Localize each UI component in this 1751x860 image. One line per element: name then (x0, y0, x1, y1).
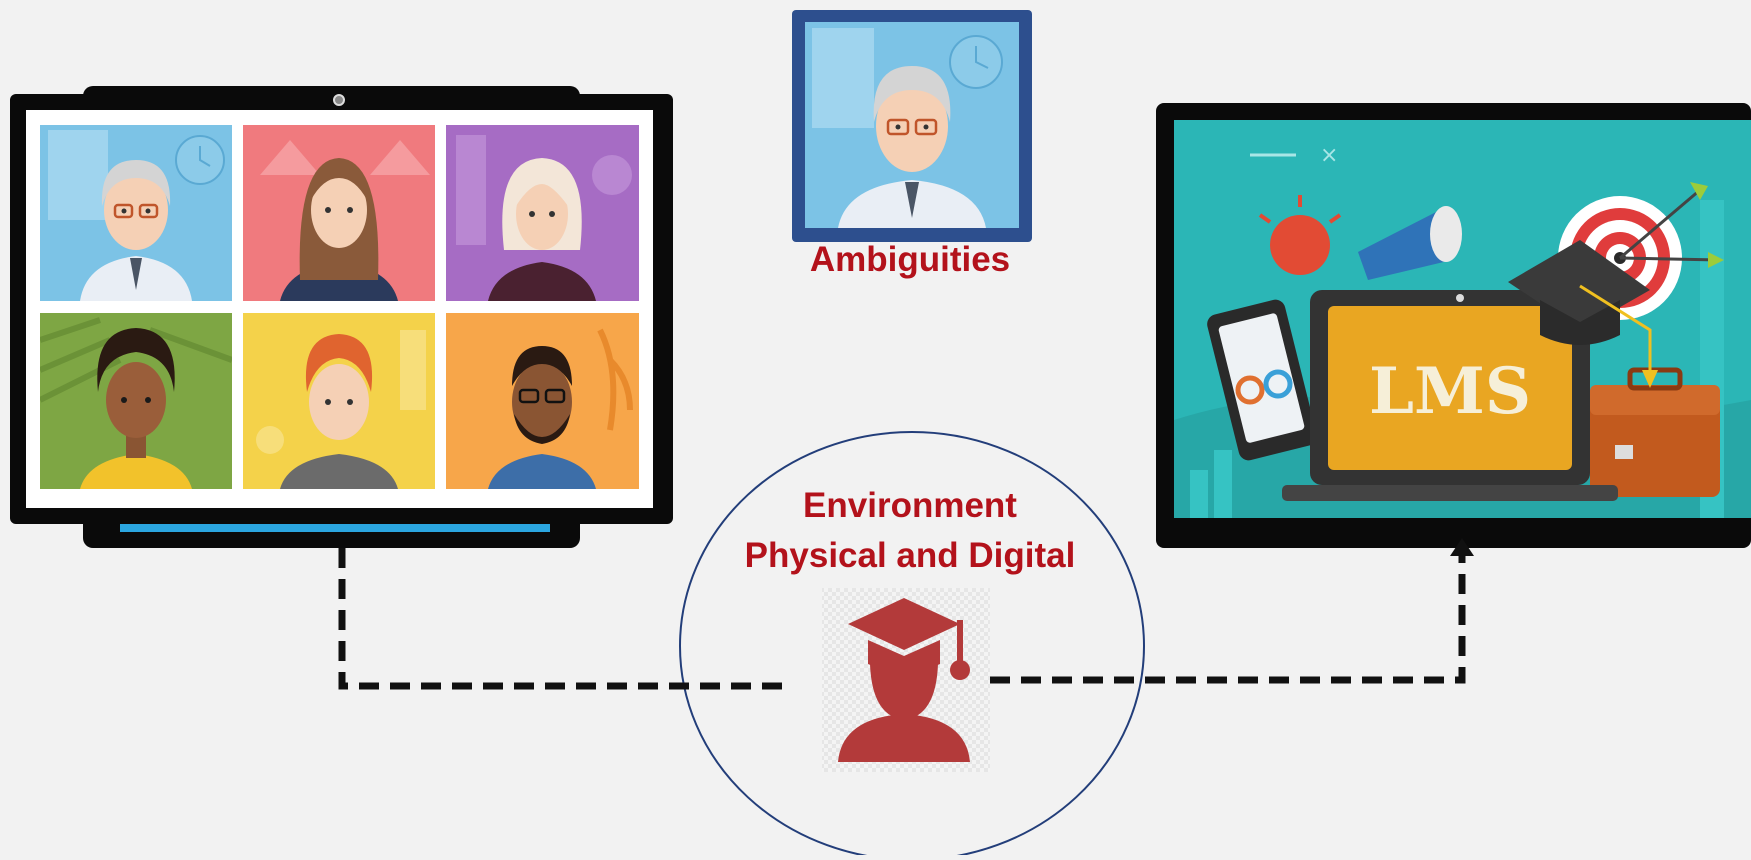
environment-circle (679, 431, 1145, 860)
webcam-icon (333, 94, 345, 106)
dashed-connector-right (990, 548, 1466, 684)
participant-tile-4 (40, 313, 232, 489)
megaphone-icon (1358, 210, 1452, 280)
portrait-icon (805, 22, 1019, 228)
ambiguities-portrait (792, 10, 1032, 242)
participant-tile-2 (243, 125, 435, 301)
svg-text:×: × (1320, 143, 1338, 168)
lms-illustration: × (1174, 120, 1751, 518)
lms-screen: × (1156, 103, 1751, 548)
video-conference-screen (10, 86, 673, 548)
environment-sublabel: Physical and Digital (744, 536, 1076, 575)
participant-tile-3 (446, 125, 639, 301)
phone-icon (1207, 299, 1317, 461)
participant-tile-5 (243, 313, 435, 489)
participant-tile-6 (446, 313, 639, 489)
graduation-cap-icon (1508, 240, 1658, 388)
lms-screen-text: LMS (1369, 354, 1531, 429)
environment-label: Environment (803, 486, 1017, 525)
participant-tile-1 (40, 125, 232, 301)
lightbulb-icon (1270, 215, 1330, 275)
dashed-connector-left (338, 548, 790, 690)
graduate-student-icon (822, 588, 990, 772)
ambiguities-label: Ambiguities (809, 240, 1011, 279)
laptop-icon: LMS (1282, 290, 1618, 501)
briefcase-icon (1590, 367, 1720, 497)
arrowhead-icon (1450, 538, 1474, 556)
